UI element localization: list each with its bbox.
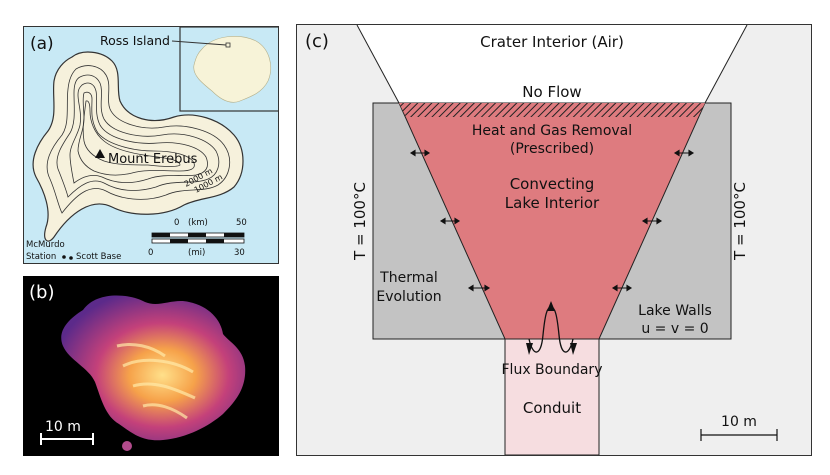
prescribed-label: (Prescribed) — [510, 141, 594, 157]
lava-lake-thermal: 10 m — [23, 276, 279, 456]
antarctica-inset — [179, 27, 278, 112]
flux-boundary-label: Flux Boundary — [502, 362, 603, 378]
mcmurdo-label: McMurdo — [26, 240, 65, 250]
scale-km-unit: (km) — [188, 218, 208, 228]
panel-c-label: (c) — [305, 31, 329, 52]
panel-c-scale-label: 10 m — [721, 414, 757, 430]
crater-interior-region — [357, 25, 747, 103]
scale-mi-unit: (mi) — [188, 248, 205, 258]
temp-left-label: T = 100°C — [351, 182, 369, 261]
no-flow-label: No Flow — [522, 83, 581, 101]
thermal-label: Thermal — [379, 270, 438, 286]
scale-bar — [151, 232, 245, 244]
summit-marker — [95, 149, 105, 158]
lake-interior-label: Lake Interior — [505, 194, 600, 212]
crater-interior-label: Crater Interior (Air) — [480, 33, 624, 51]
panel-c-model-diagram: Crater Interior (Air) No Flow Heat and G… — [296, 24, 812, 456]
panel-a-map: (a) Ross Island Mount Erebus 2000 m 1000… — [23, 26, 279, 264]
station-label: Station — [26, 252, 56, 262]
panel-a-label: (a) — [30, 34, 54, 54]
panel-b-thermal-image: 10 m (b) — [23, 276, 279, 456]
conduit-region — [504, 338, 600, 455]
mount-erebus-label: Mount Erebus — [108, 152, 198, 167]
convecting-label: Convecting — [510, 175, 595, 193]
scale-fifty-km: 50 — [236, 218, 247, 228]
heat-gas-label: Heat and Gas Removal — [472, 123, 632, 139]
uv-label: u = v = 0 — [641, 321, 708, 337]
lava-lake-model: Crater Interior (Air) No Flow Heat and G… — [297, 25, 811, 455]
island-coastline — [32, 51, 244, 242]
conduit-label: Conduit — [523, 399, 581, 417]
evolution-label: Evolution — [376, 289, 441, 305]
temp-right-label: T = 100°C — [731, 182, 749, 261]
scale-thirty-mi: 30 — [234, 248, 245, 258]
scale-zero-mi: 0 — [148, 248, 153, 258]
scale-zero-km: 0 — [174, 218, 179, 228]
lake-walls-label: Lake Walls — [638, 303, 712, 319]
scott-base-label: Scott Base — [76, 252, 121, 262]
ross-island-label: Ross Island — [100, 33, 170, 48]
panel-b-label: (b) — [29, 282, 55, 303]
panel-b-scale-label: 10 m — [45, 419, 81, 435]
no-flow-hatch — [399, 103, 705, 117]
ross-island-map: (a) Ross Island Mount Erebus 2000 m 1000… — [24, 27, 278, 263]
